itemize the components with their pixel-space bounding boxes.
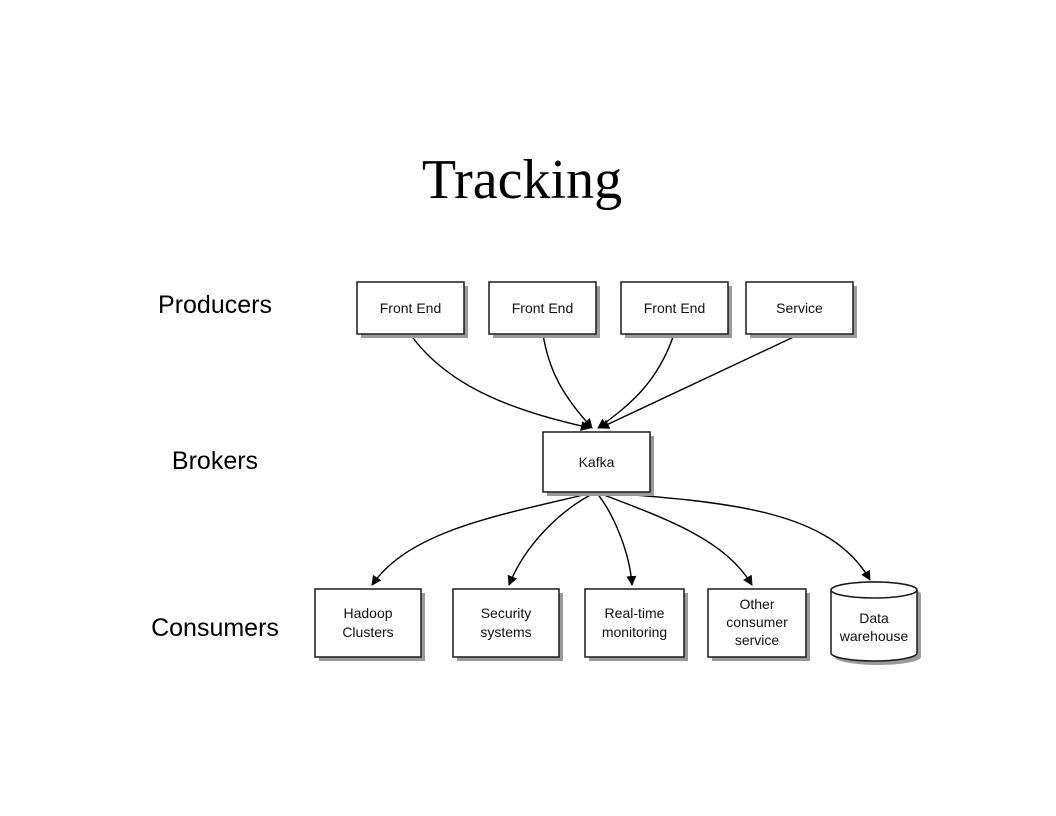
edge-producer-3-to-broker [597, 333, 675, 429]
svg-text:Clusters: Clusters [342, 624, 393, 640]
svg-text:systems: systems [480, 624, 531, 640]
row-label-producers: Producers [158, 291, 272, 319]
edge-broker-to-consumer-4 [595, 491, 753, 586]
edge-broker-to-consumer-5 [595, 491, 871, 581]
svg-text:consumer: consumer [726, 614, 788, 630]
node-consumer-security-systems: Security systems [452, 588, 563, 661]
svg-text:Security: Security [481, 605, 532, 621]
row-label-brokers: Brokers [171, 447, 259, 475]
svg-text:Real-time: Real-time [605, 605, 665, 621]
edge-broker-to-consumer-2 [507, 491, 597, 586]
svg-text:Front End: Front End [380, 300, 441, 316]
edge-broker-to-consumer-3 [595, 491, 637, 586]
svg-text:Hadoop: Hadoop [343, 605, 392, 621]
node-producer-service: Service [745, 281, 857, 338]
node-producer-front-end-3: Front End [620, 281, 732, 338]
edge-producer-4-to-broker [599, 333, 801, 429]
svg-text:Front End: Front End [512, 300, 573, 316]
row-label-consumers: Consumers [151, 614, 279, 642]
node-consumer-data-warehouse: Data warehouse [830, 581, 921, 665]
page-title: Tracking [421, 149, 623, 211]
node-consumer-other-service: Other consumer service [707, 588, 810, 661]
node-consumer-real-time-monitoring: Real-time monitoring [584, 588, 688, 661]
node-producer-front-end-2: Front End [488, 281, 600, 338]
svg-text:Service: Service [776, 300, 823, 316]
node-producer-front-end-1: Front End [356, 281, 468, 338]
node-consumer-hadoop-clusters: Hadoop Clusters [314, 588, 425, 661]
svg-text:Kafka: Kafka [579, 454, 615, 470]
node-broker-kafka: Kafka [542, 431, 654, 496]
svg-text:service: service [735, 632, 780, 648]
svg-text:Front End: Front End [644, 300, 705, 316]
edge-producer-1-to-broker [409, 333, 591, 431]
svg-text:Other: Other [739, 596, 774, 612]
edge-producer-2-to-broker [542, 333, 593, 429]
cylinder-top [830, 581, 918, 599]
svg-text:monitoring: monitoring [602, 624, 667, 640]
svg-text:Data: Data [859, 610, 889, 626]
svg-text:warehouse: warehouse [839, 628, 909, 644]
edge-broker-to-consumer-1 [371, 491, 597, 586]
